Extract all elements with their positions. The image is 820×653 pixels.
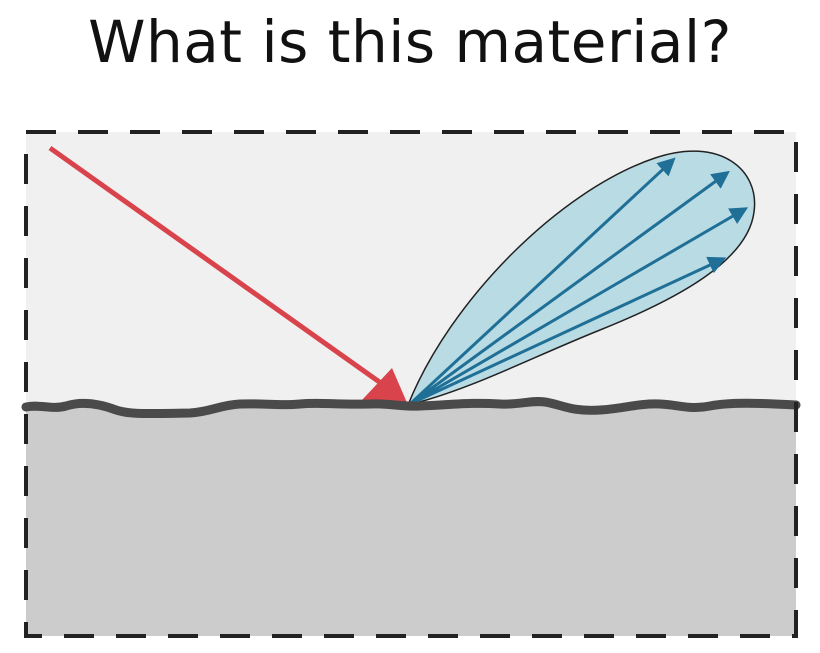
reflected-ray — [408, 157, 676, 406]
material-region — [26, 401, 796, 636]
surface-line — [21, 397, 801, 419]
reflected-ray — [409, 170, 730, 406]
reflected-ray — [409, 256, 727, 406]
reflected-ray — [409, 207, 749, 406]
dashed-frame — [24, 130, 798, 638]
incident-ray-arrowhead — [362, 368, 408, 405]
page-title: What is this material? — [88, 8, 732, 76]
incident-ray — [48, 145, 387, 389]
